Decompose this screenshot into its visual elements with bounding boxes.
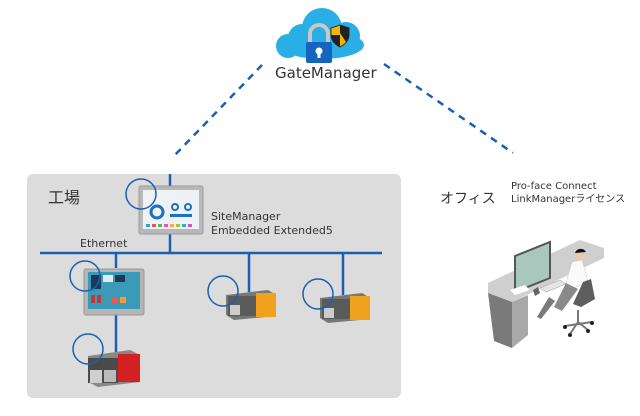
padlock-icon bbox=[306, 23, 332, 63]
ethernet-label: Ethernet bbox=[80, 237, 128, 250]
sitemanager-label-line2: Embedded Extended5 bbox=[211, 224, 333, 237]
dashed-link-factory bbox=[171, 64, 263, 159]
connection-marker bbox=[125, 178, 157, 210]
plc-yellow-icon bbox=[320, 293, 370, 323]
connection-marker bbox=[207, 275, 239, 307]
sitemanager-label: SiteManager Embedded Extended5 bbox=[211, 210, 333, 238]
linkmanager-license-label: Pro-face Connect LinkManagerライセンス bbox=[511, 180, 625, 206]
linkmanager-label-line1: Pro-face Connect bbox=[511, 181, 597, 192]
connection-marker bbox=[72, 333, 104, 365]
connection-marker bbox=[69, 260, 101, 292]
plc-yellow-icon bbox=[226, 290, 276, 320]
office-title: オフィス bbox=[440, 191, 496, 207]
hmi-panel-icon bbox=[83, 268, 145, 316]
sitemanager-label-line1: SiteManager bbox=[211, 210, 281, 223]
connection-marker bbox=[302, 278, 334, 310]
factory-title: 工場 bbox=[48, 188, 81, 207]
plc-red-icon bbox=[88, 350, 140, 387]
gatemanager-label: GateManager bbox=[275, 64, 377, 82]
sitemanager-hmi-icon bbox=[138, 185, 204, 235]
shield-icon bbox=[330, 24, 350, 48]
office-worker-icon bbox=[488, 240, 604, 348]
linkmanager-label-line2: LinkManagerライセンス bbox=[511, 194, 626, 205]
dashed-link-office bbox=[383, 62, 514, 155]
